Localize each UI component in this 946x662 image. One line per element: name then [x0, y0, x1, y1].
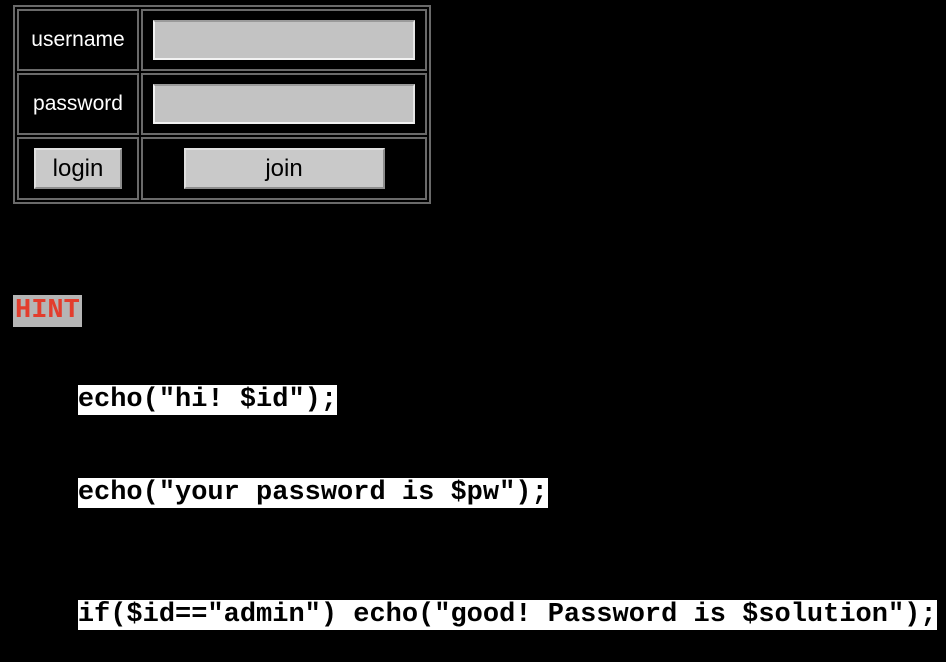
hint-code-block: echo("hi! $id"); echo("your password is … [13, 354, 946, 540]
table-row: username [17, 9, 427, 71]
login-button[interactable]: login [34, 148, 122, 189]
username-input[interactable] [153, 20, 415, 60]
join-button[interactable]: join [183, 148, 385, 189]
table-row: login join [17, 137, 427, 200]
password-label: password [17, 73, 139, 135]
hint-code-block-solution: if($id=="admin") echo("good! Password is… [13, 569, 946, 662]
password-input[interactable] [153, 84, 415, 124]
code-line: echo("your password is $pw"); [77, 478, 548, 508]
code-line: if($id=="admin") echo("good! Password is… [77, 600, 937, 630]
code-line: echo("hi! $id"); [77, 385, 338, 415]
table-row: password [17, 73, 427, 135]
login-form-table: username password login join [13, 5, 431, 204]
hint-section: HINT [13, 295, 946, 327]
hint-label: HINT [13, 295, 82, 327]
username-label: username [17, 9, 139, 71]
